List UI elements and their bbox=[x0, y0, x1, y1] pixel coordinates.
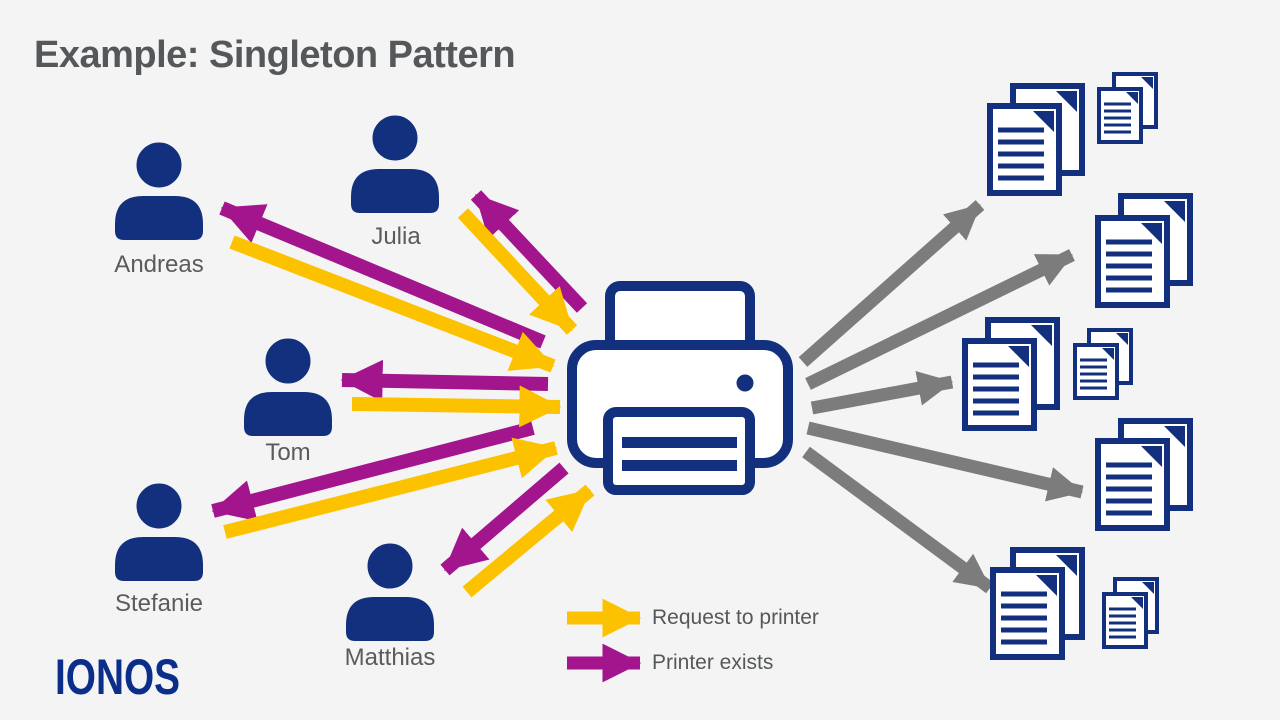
exists-arrow-matthias bbox=[440, 462, 569, 576]
request-arrow-stefanie bbox=[223, 437, 558, 539]
legend-label-request: Request to printer bbox=[652, 606, 819, 629]
document-stack-2 bbox=[1098, 196, 1190, 305]
request-arrow-tom bbox=[351, 385, 562, 428]
document-stack-3 bbox=[965, 320, 1133, 428]
document-stack-4 bbox=[1098, 421, 1190, 528]
person-label-matthias: Matthias bbox=[344, 644, 436, 671]
output-arrow-3 bbox=[810, 370, 954, 415]
request-arrow-andreas bbox=[229, 235, 556, 373]
person-label-stefanie: Stefanie bbox=[114, 590, 204, 617]
legend-label-exists: Printer exists bbox=[652, 651, 774, 674]
exists-arrow-andreas bbox=[219, 201, 546, 349]
page-title: Example: Singleton Pattern bbox=[34, 34, 516, 76]
person-icon-andreas bbox=[115, 140, 203, 240]
request-arrows bbox=[223, 208, 595, 598]
person-icon-julia bbox=[351, 113, 439, 213]
output-arrow-1 bbox=[798, 200, 985, 367]
person-icon-stefanie bbox=[115, 481, 203, 581]
request-arrow-matthias bbox=[462, 484, 595, 598]
exists-arrow-stefanie bbox=[211, 421, 535, 522]
output-arrow-2 bbox=[805, 249, 1075, 390]
person-icon-matthias bbox=[346, 541, 434, 641]
ionos-logo: IONOS bbox=[55, 649, 180, 705]
person-label-julia: Julia bbox=[371, 223, 421, 250]
output-arrow-5 bbox=[802, 446, 994, 594]
printer-icon bbox=[567, 281, 793, 495]
person-label-tom: Tom bbox=[265, 439, 311, 466]
output-arrow-4 bbox=[806, 421, 1084, 502]
document-stack-1 bbox=[990, 72, 1158, 193]
printer-output-arrows bbox=[798, 200, 1084, 594]
person-icon-tom bbox=[244, 336, 332, 436]
exists-arrow-tom bbox=[340, 359, 549, 402]
document-stack-5 bbox=[993, 550, 1159, 657]
person-label-andreas: Andreas bbox=[114, 251, 204, 278]
request-arrow-julia bbox=[457, 208, 578, 335]
